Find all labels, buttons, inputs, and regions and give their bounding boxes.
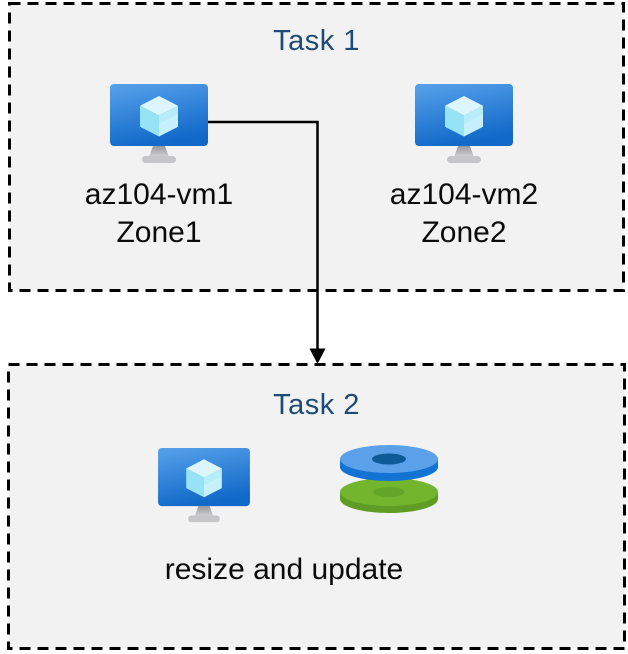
task2-box bbox=[7, 363, 626, 650]
flow-arrow bbox=[208, 120, 326, 364]
vm1-name: az104-vm1 bbox=[84, 178, 234, 211]
task2-title: Task 2 bbox=[273, 389, 360, 421]
virtual-machine-icon bbox=[110, 84, 208, 163]
vm1-group: az104-vm1 Zone1 bbox=[74, 84, 244, 252]
arrowhead-icon bbox=[309, 348, 326, 364]
disks-icon bbox=[340, 445, 438, 513]
task1-title: Task 1 bbox=[273, 25, 360, 57]
vm1-label: az104-vm1 Zone1 bbox=[74, 176, 244, 252]
virtual-machine-icon bbox=[158, 448, 250, 523]
vm1-zone: Zone1 bbox=[116, 216, 202, 249]
vm2-name: az104-vm2 bbox=[389, 178, 539, 211]
resize-update-caption: resize and update bbox=[164, 553, 404, 586]
vm2-group: az104-vm2 Zone2 bbox=[379, 84, 549, 252]
virtual-machine-icon bbox=[415, 84, 513, 163]
vm2-label: az104-vm2 Zone2 bbox=[379, 176, 549, 252]
vm2-zone: Zone2 bbox=[421, 216, 507, 249]
